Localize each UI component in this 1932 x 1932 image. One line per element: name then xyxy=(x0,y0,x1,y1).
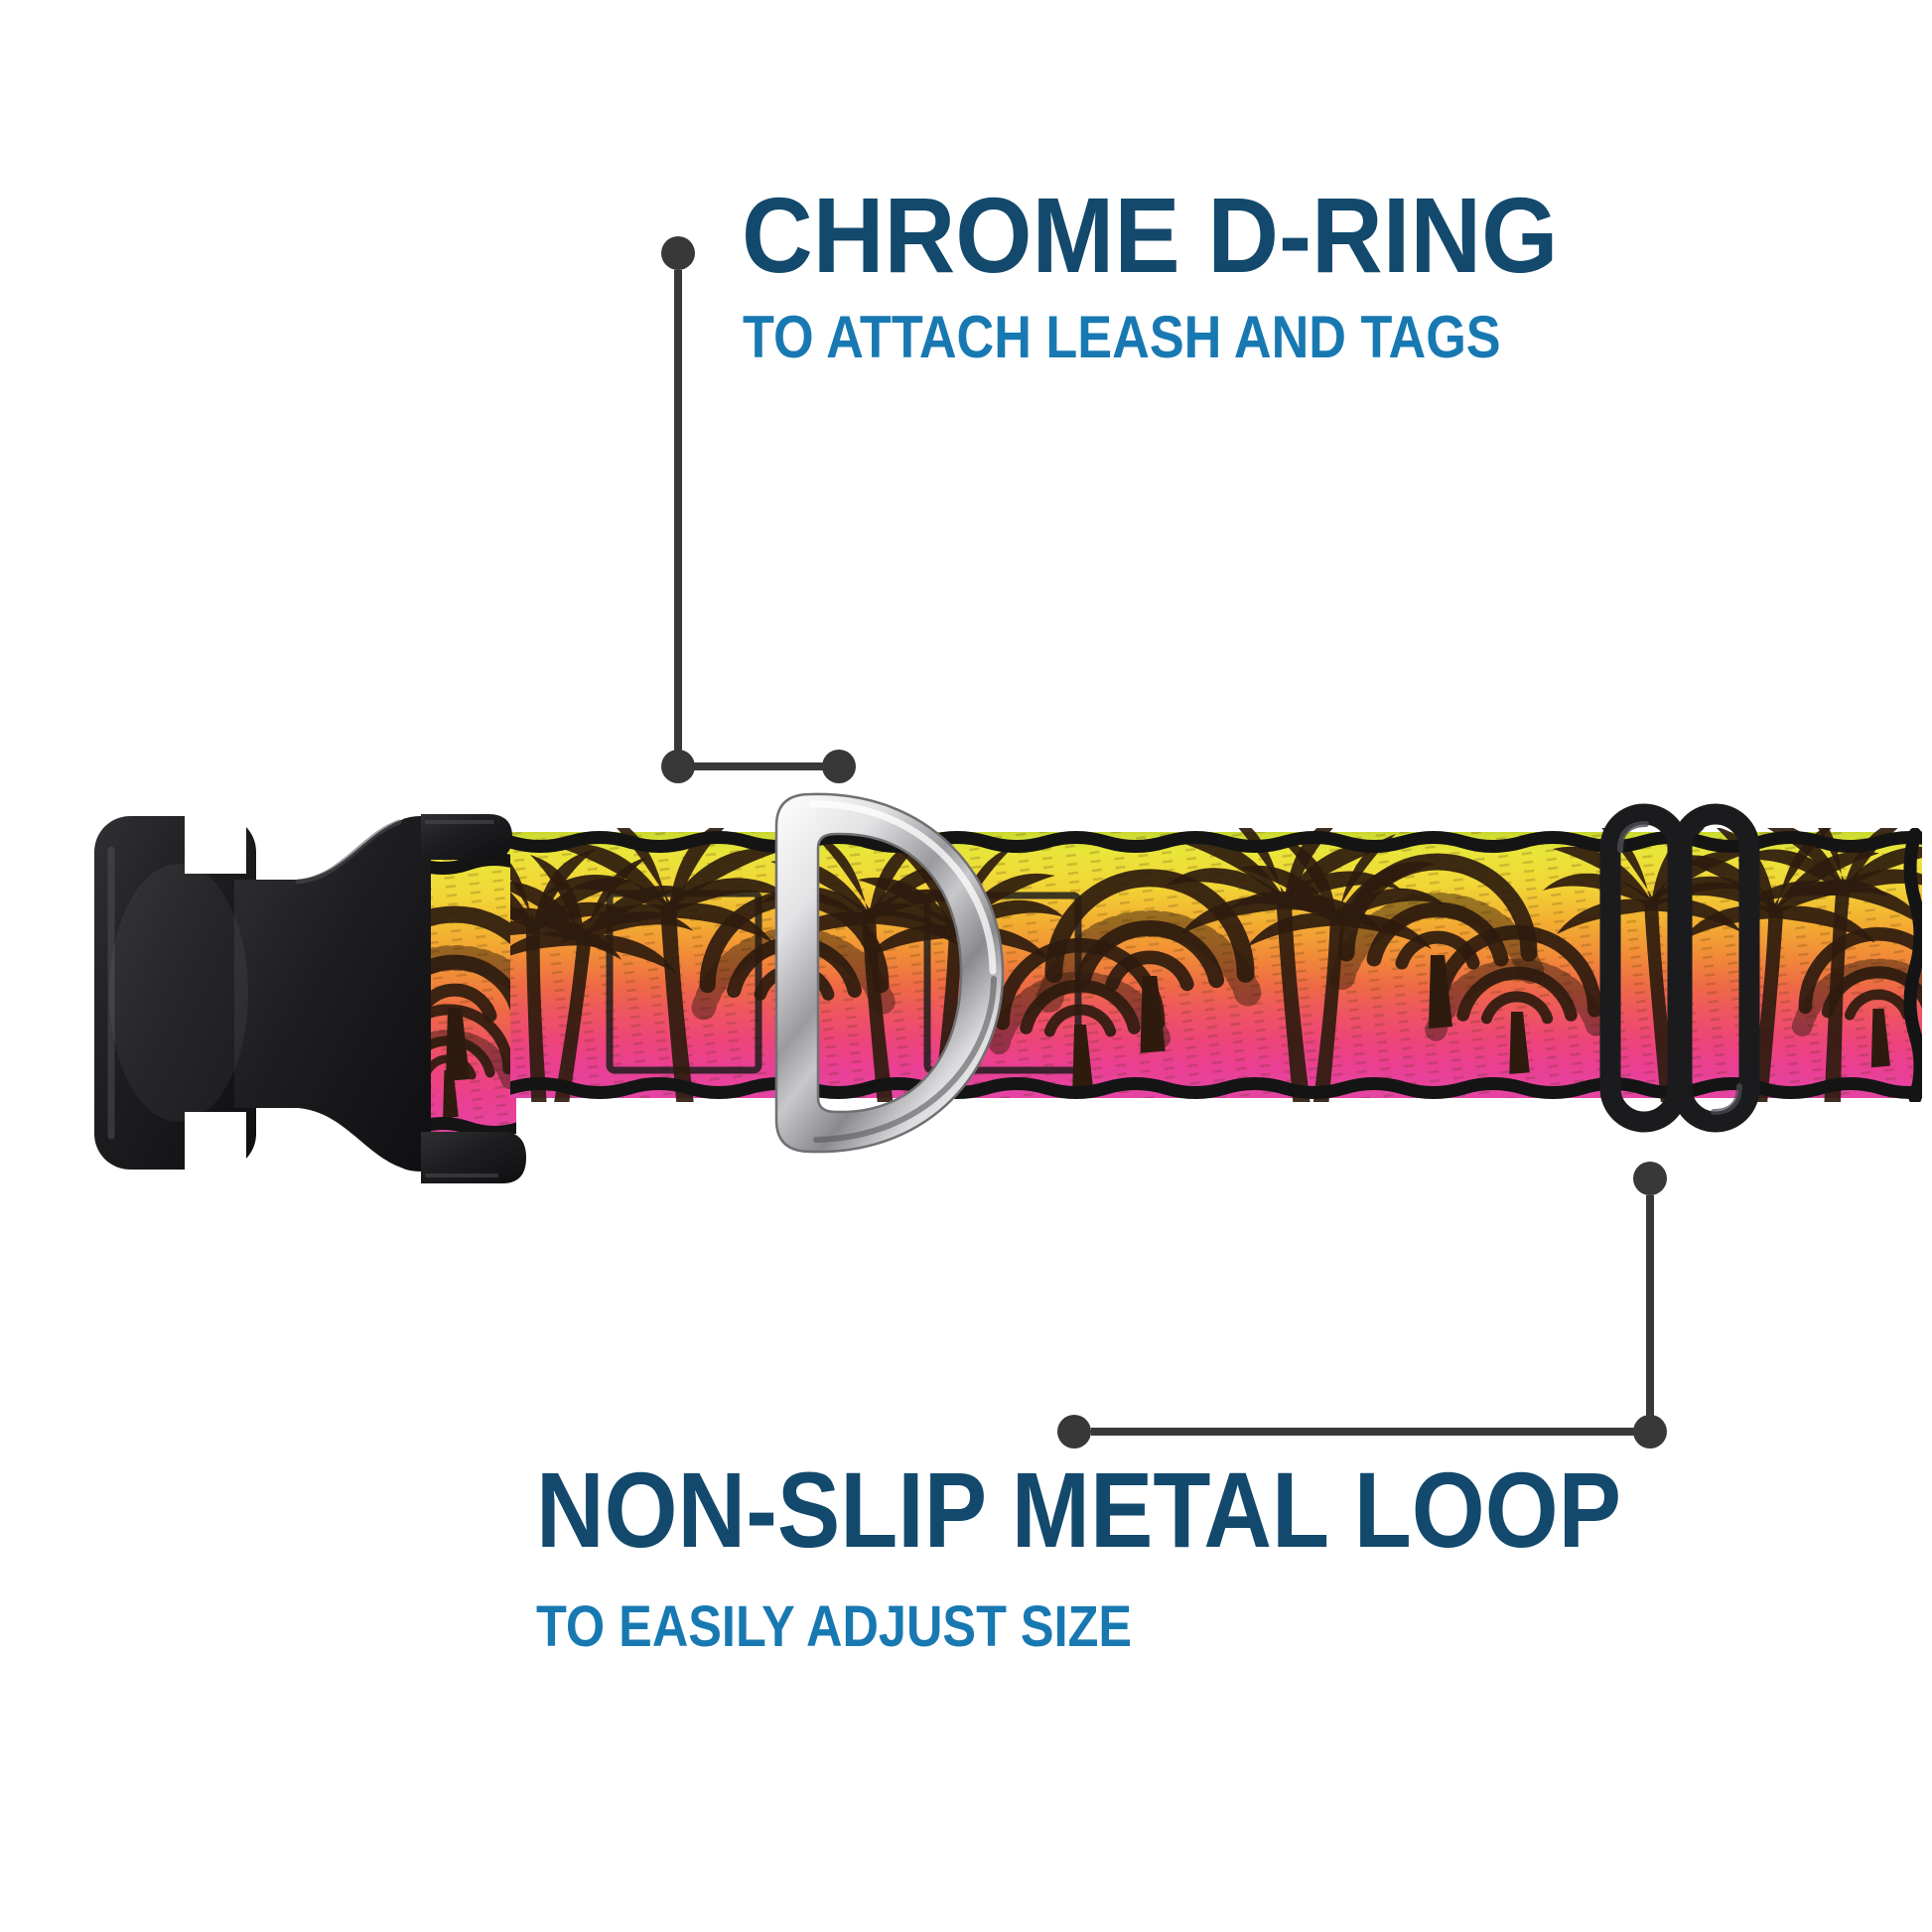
callout-dot-dring xyxy=(822,750,856,783)
callout-dot-elbow-top xyxy=(661,750,695,783)
chrome-d-ring xyxy=(774,792,1005,1154)
collar-webbing xyxy=(510,828,1922,1102)
side-release-buckle xyxy=(94,810,526,1183)
loop-subtitle: TO EASILY ADJUST SIZE xyxy=(536,1594,1133,1659)
callout-line-vertical-bottom xyxy=(1646,1195,1654,1432)
buckle-release-notch-bottom xyxy=(185,1112,246,1175)
callout-line-vertical-top xyxy=(674,270,682,766)
non-slip-metal-loop xyxy=(1599,803,1760,1133)
webbing-bottom-edge xyxy=(510,1077,1922,1099)
dring-subtitle: TO ATTACH LEASH AND TAGS xyxy=(743,304,1501,370)
webbing-in-buckle-frame xyxy=(417,838,516,1134)
buckle-top-bar xyxy=(421,814,512,860)
collar-graphic xyxy=(94,792,1922,1183)
callout-dot-slider xyxy=(1633,1162,1667,1195)
callout-dot-title-bottom xyxy=(1057,1415,1091,1449)
callout-line-horizontal-bottom xyxy=(1091,1428,1650,1436)
callout-line-horizontal-top xyxy=(678,762,839,770)
webbing-end-edge xyxy=(1903,828,1922,1102)
loop-title: NON-SLIP METAL LOOP xyxy=(536,1449,1622,1570)
buckle-bottom-bar xyxy=(421,1132,526,1183)
callout-dot-title-top xyxy=(661,236,695,270)
dring-title: CHROME D-RING xyxy=(742,175,1559,295)
buckle-release-notch-top xyxy=(185,810,246,874)
webbing-top-edge xyxy=(510,831,1922,853)
